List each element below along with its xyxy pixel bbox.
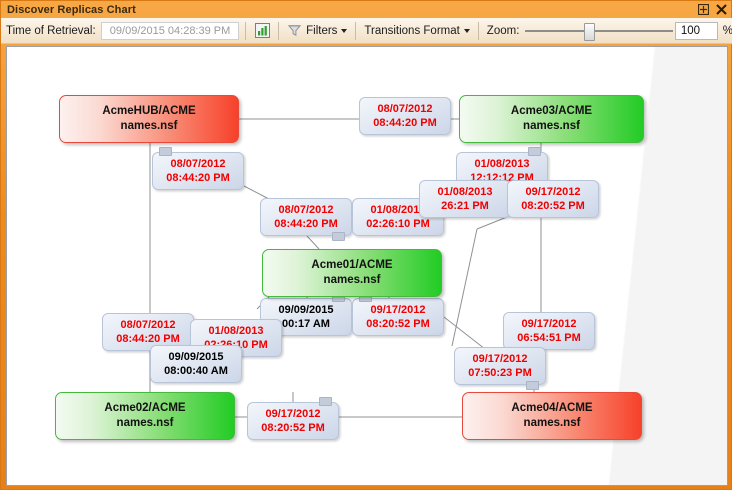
filters-label: Filters xyxy=(306,24,338,37)
transitions-format-menu-button[interactable]: Transitions Format xyxy=(362,25,471,37)
replica-node-acmehub[interactable]: AcmeHUB/ACME names.nsf xyxy=(59,95,239,143)
replica-database-name: names.nsf xyxy=(523,417,581,429)
transition-date: 01/08/2013 xyxy=(474,158,530,170)
transition-date: 01/08/2013 xyxy=(370,204,426,216)
transition-time: 07:50:23 PM xyxy=(468,367,532,379)
zoom-input[interactable]: 100 xyxy=(674,21,718,40)
transition-time: 08:20:52 PM xyxy=(521,200,585,212)
transition-time: 08:00:40 AM xyxy=(164,365,228,377)
transition-date: 09/17/2012 xyxy=(370,304,426,316)
transition-label[interactable]: 09/17/2012 06:54:51 PM xyxy=(503,312,595,350)
close-icon xyxy=(716,4,727,15)
restore-button[interactable] xyxy=(698,4,709,15)
replica-server-name: Acme01/ACME xyxy=(311,259,393,271)
label-connector-tab xyxy=(332,232,345,241)
replica-server-name: AcmeHUB/ACME xyxy=(102,105,196,117)
zoom-slider-track xyxy=(525,29,674,32)
transition-label[interactable]: 09/09/2015 00:17 AM xyxy=(260,293,352,336)
transition-date: 01/08/2013 xyxy=(208,325,264,337)
zoom-slider-thumb[interactable] xyxy=(583,22,595,41)
replica-topology-diagram: 08/07/2012 08:44:20 PM 08/07/2012 08:44:20 … xyxy=(7,47,727,485)
filters-menu-button[interactable]: Filters xyxy=(304,25,349,37)
transition-date: 09/17/2012 xyxy=(472,353,528,365)
window-controls xyxy=(698,4,732,15)
transition-date: 08/07/2012 xyxy=(278,204,334,216)
label-connector-tab xyxy=(526,381,539,390)
toolbar-divider-3 xyxy=(355,21,357,40)
transition-date: 08/07/2012 xyxy=(170,158,226,170)
transition-time: 08:20:52 PM xyxy=(261,422,325,434)
transitions-format-label: Transitions Format xyxy=(364,24,460,37)
transition-label[interactable]: 09/09/2015 08:00:40 AM xyxy=(150,345,242,383)
transition-label[interactable]: 01/08/2013 26:21 PM xyxy=(419,180,511,218)
time-of-retrieval-field[interactable]: 09/09/2015 04:28:39 PM xyxy=(100,21,240,40)
replica-database-name: names.nsf xyxy=(116,417,174,429)
replica-database-name: names.nsf xyxy=(120,120,178,132)
replica-node-acme04[interactable]: Acme04/ACME names.nsf xyxy=(462,392,642,440)
transition-time: 06:54:51 PM xyxy=(517,332,581,344)
transition-time: 08:20:52 PM xyxy=(366,318,430,330)
replica-node-acme01[interactable]: Acme01/ACME names.nsf xyxy=(262,249,442,297)
transition-date: 09/09/2015 xyxy=(168,351,224,363)
label-connector-tab xyxy=(528,147,541,156)
chevron-down-icon xyxy=(341,28,348,33)
label-connector-tab xyxy=(159,147,172,156)
transition-time: 08:44:20 PM xyxy=(274,218,338,230)
bar-chart-icon xyxy=(254,23,270,38)
transition-time: 08:44:20 PM xyxy=(166,172,230,184)
transition-label[interactable]: 09/17/2012 08:20:52 PM xyxy=(352,293,444,336)
label-connector-tab xyxy=(319,397,332,406)
transition-time: 00:17 AM xyxy=(282,318,330,330)
toolbar-divider-4 xyxy=(477,21,479,40)
toolbar-divider xyxy=(245,21,247,40)
transition-time: 08:44:20 PM xyxy=(373,117,437,129)
restore-icon xyxy=(698,4,709,15)
transition-date: 01/08/2013 xyxy=(437,186,493,198)
replica-node-acme02[interactable]: Acme02/ACME names.nsf xyxy=(55,392,235,440)
transition-date: 09/17/2012 xyxy=(521,318,577,330)
chart-toolbar: Time of Retrieval: 09/09/2015 04:28:39 P… xyxy=(1,18,732,44)
transition-time: 26:21 PM xyxy=(441,200,489,212)
replica-server-name: Acme02/ACME xyxy=(104,402,186,414)
transition-date: 09/09/2015 xyxy=(278,304,334,316)
transition-date: 09/17/2012 xyxy=(265,408,321,420)
chart-canvas-container[interactable]: 08/07/2012 08:44:20 PM 08/07/2012 08:44:20 … xyxy=(6,46,728,486)
toolbar-divider-2 xyxy=(277,21,279,40)
transition-date: 08/07/2012 xyxy=(120,319,176,331)
transition-label[interactable]: 08/07/2012 08:44:20 PM xyxy=(359,97,451,135)
replica-database-name: names.nsf xyxy=(523,120,580,132)
transition-time: 02:26:10 PM xyxy=(366,218,430,230)
funnel-icon xyxy=(287,25,302,36)
zoom-label: Zoom: xyxy=(486,24,520,37)
time-of-retrieval-label: Time of Retrieval: xyxy=(6,24,96,37)
transition-date: 09/17/2012 xyxy=(525,186,581,198)
chevron-down-icon-2 xyxy=(463,28,470,33)
transition-label[interactable]: 08/07/2012 08:44:20 PM xyxy=(102,313,194,351)
close-button[interactable] xyxy=(716,4,727,15)
window-title-bar[interactable]: Discover Replicas Chart xyxy=(1,1,732,18)
replica-server-name: Acme03/ACME xyxy=(510,105,593,117)
transition-label[interactable]: 08/07/2012 08:44:20 PM xyxy=(152,147,244,190)
transition-label[interactable]: 09/17/2012 08:20:52 PM xyxy=(247,397,339,440)
zoom-percent-sign: % xyxy=(722,24,732,37)
replica-server-name: Acme04/ACME xyxy=(511,402,593,414)
zoom-slider[interactable] xyxy=(525,22,674,41)
transition-label[interactable]: 09/17/2012 07:50:23 PM xyxy=(454,347,546,390)
transition-label[interactable]: 09/17/2012 08:20:52 PM xyxy=(507,180,599,218)
transition-label[interactable]: 08/07/2012 08:44:20 PM xyxy=(260,198,352,241)
chart-view-button[interactable] xyxy=(252,21,271,41)
filters-icon-button[interactable] xyxy=(285,21,304,41)
replica-database-name: names.nsf xyxy=(323,274,381,286)
window-title: Discover Replicas Chart xyxy=(7,3,136,16)
replica-node-acme03[interactable]: Acme03/ACME names.nsf xyxy=(459,95,644,143)
transition-time: 08:44:20 PM xyxy=(116,333,180,345)
transition-date: 08/07/2012 xyxy=(377,103,433,115)
